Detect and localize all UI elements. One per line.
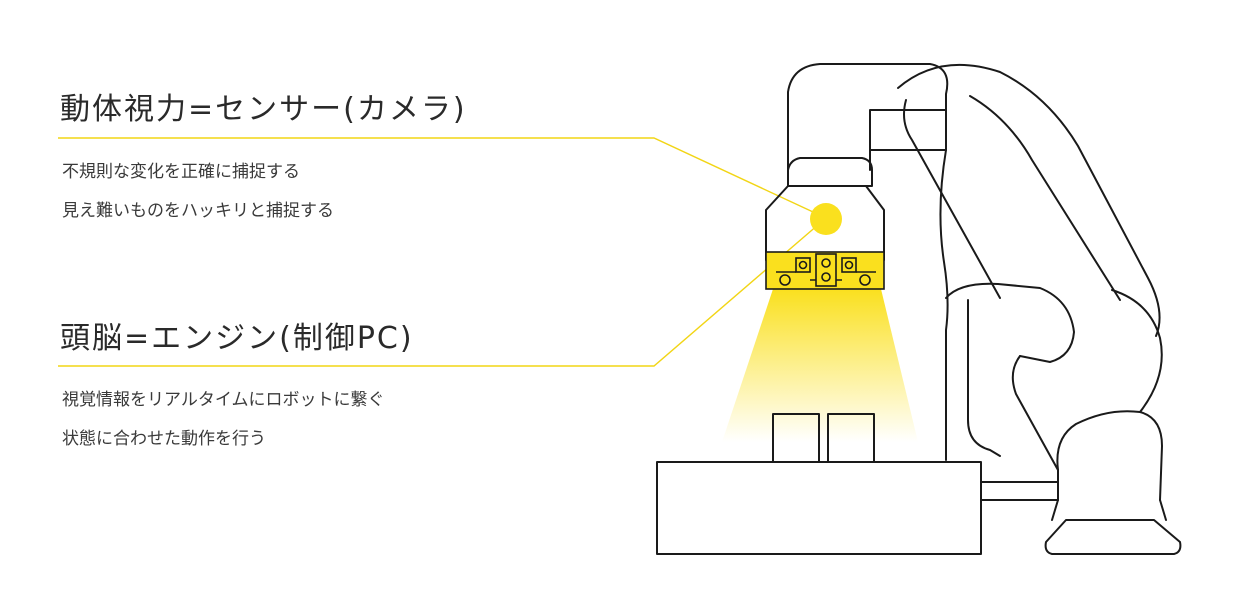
robot-base-collar xyxy=(1051,499,1167,521)
sensor-heading: 動体視力=センサー(カメラ) xyxy=(60,92,467,127)
robot-base-column xyxy=(1056,410,1163,501)
engine-callout-line xyxy=(58,217,827,367)
robot-base-plate xyxy=(1044,519,1182,555)
robot-upper-arm xyxy=(897,63,1161,337)
camera-housing-top xyxy=(787,157,873,187)
robot-elbow-joint xyxy=(945,282,1075,363)
sensor-description: 不規則な変化を正確に捕捉する 見え難いものをハッキリと捕捉する xyxy=(62,153,334,231)
sensor-callout-line xyxy=(58,137,827,219)
robot-lower-arm xyxy=(1011,289,1163,471)
robot-wrist-link-inner xyxy=(967,299,1001,457)
sensor-description-line-1: 不規則な変化を正確に捕捉する xyxy=(62,162,300,182)
engine-description-line-1: 視覚情報をリアルタイムにロボットに繋ぐ xyxy=(62,390,385,410)
camera-light-module xyxy=(765,251,885,290)
engine-description-line-2: 状態に合わせた動作を行う xyxy=(62,429,266,449)
table-to-robot-connector xyxy=(980,481,1059,501)
callout-lines xyxy=(58,137,827,367)
engine-description: 視覚情報をリアルタイムにロボットに繋ぐ 状態に合わせた動作を行う xyxy=(62,381,385,459)
workpiece-left xyxy=(772,413,820,463)
robot-shoulder xyxy=(787,63,949,171)
robot-upper-arm-edge xyxy=(969,95,1121,301)
workpiece-right xyxy=(827,413,875,463)
sensor-description-line-2: 見え難いものをハッキリと捕捉する xyxy=(62,201,334,221)
robot-shoulder-inner xyxy=(869,109,947,151)
camera-lens-icon xyxy=(810,203,842,235)
light-beam xyxy=(722,289,918,442)
robot-wrist-link xyxy=(939,149,949,461)
work-table xyxy=(656,461,982,555)
camera-light-bar xyxy=(765,251,885,290)
engine-heading: 頭脳=エンジン(制御PC) xyxy=(60,321,414,356)
